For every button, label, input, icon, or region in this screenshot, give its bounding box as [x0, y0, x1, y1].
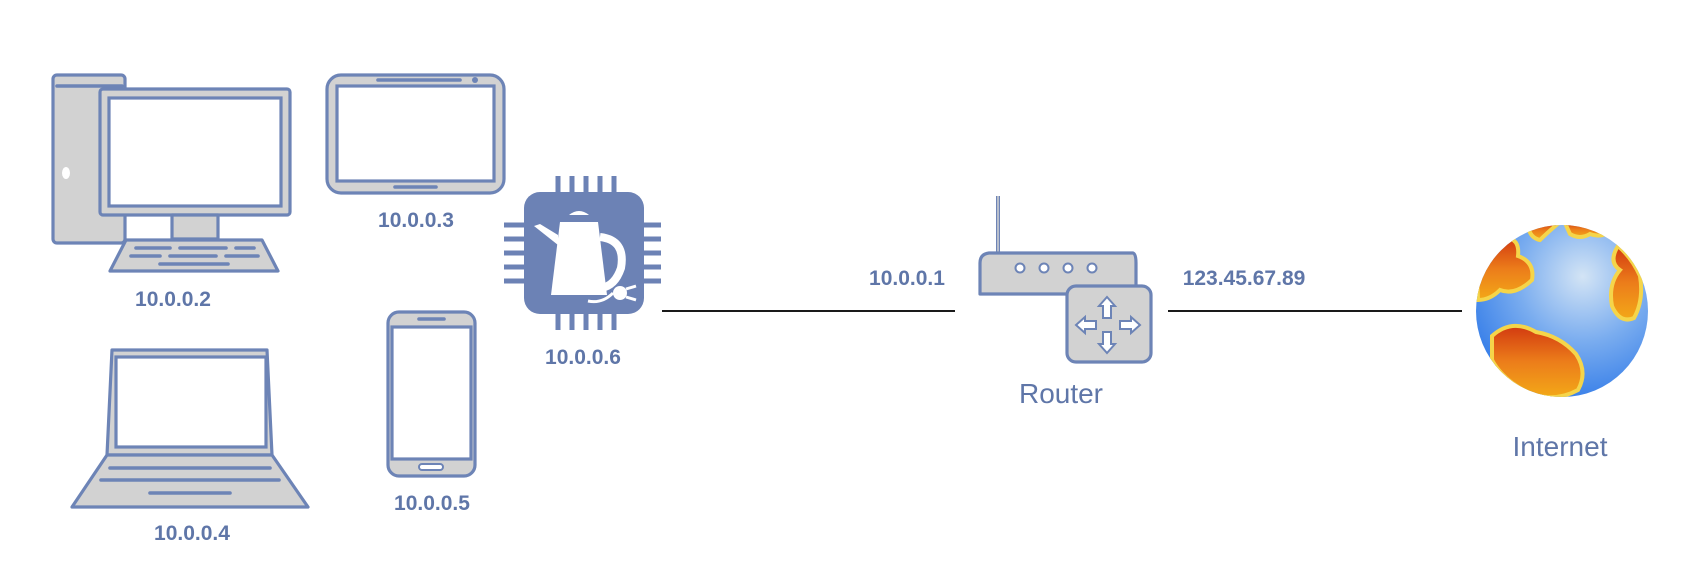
smartphone-icon: [386, 310, 477, 478]
router-lan-ip-label: 10.0.0.1: [869, 267, 945, 290]
internet-label: Internet: [1513, 431, 1608, 462]
laptop-ip-label: 10.0.0.4: [154, 522, 230, 545]
router-icon: [978, 196, 1153, 364]
desktop-computer-icon: [51, 73, 292, 273]
desktop-ip-label: 10.0.0.2: [135, 288, 211, 311]
laptop-icon: [70, 348, 310, 509]
router-label: Router: [1019, 378, 1103, 409]
tablet-ip-label: 10.0.0.3: [378, 209, 454, 232]
tablet-icon: [325, 73, 506, 195]
globe-icon: [1476, 225, 1648, 397]
iot-ip-label: 10.0.0.6: [545, 346, 621, 369]
iot-chip-kettle-icon: [504, 176, 661, 330]
phone-ip-label: 10.0.0.5: [394, 492, 470, 515]
router-wan-ip-label: 123.45.67.89: [1183, 267, 1306, 290]
